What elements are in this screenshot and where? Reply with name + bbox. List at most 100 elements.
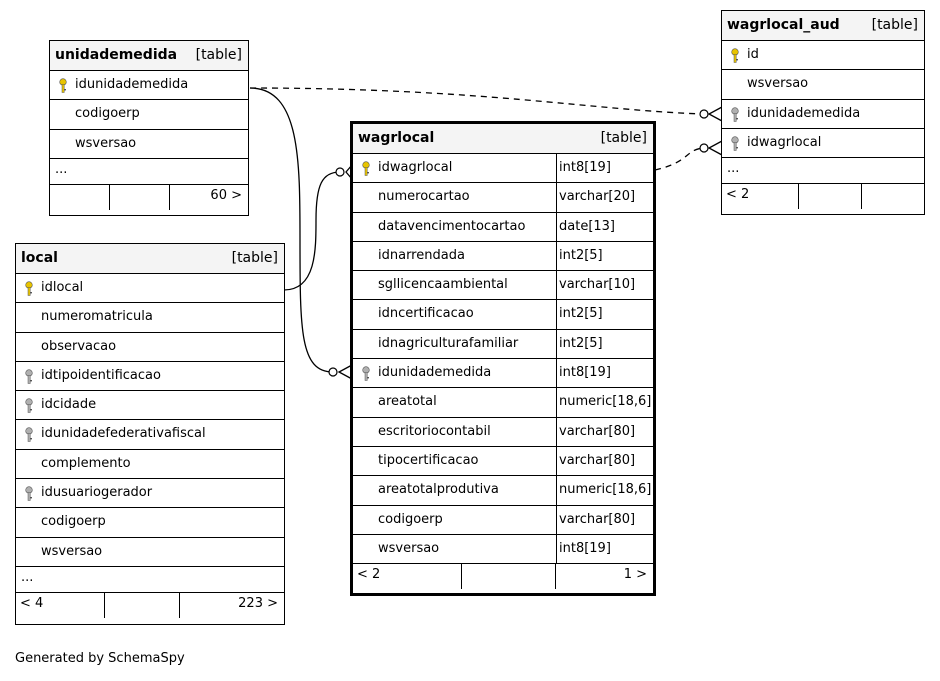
table-type: [table]: [871, 17, 918, 33]
table-name[interactable]: local: [21, 250, 58, 266]
edge-end-circle: [699, 109, 709, 119]
table-header: unidademedida [table]: [50, 41, 248, 71]
footer-cell-children: 60 >: [210, 187, 242, 203]
column-name: idlocal: [41, 280, 84, 295]
table-name[interactable]: unidademedida: [55, 47, 178, 63]
footer-cell-children: 223 >: [238, 595, 278, 611]
column-type: varchar[80]: [556, 446, 635, 476]
table-type: [table]: [231, 250, 278, 266]
column-row[interactable]: codigoerp varchar[80]: [353, 505, 653, 535]
column-row[interactable]: codigoerp: [16, 508, 284, 538]
column-type: int8[19]: [556, 359, 611, 388]
column-name: numeromatricula: [41, 309, 153, 325]
column-name: idncertificacao: [378, 306, 474, 322]
column-name: complemento: [41, 455, 131, 471]
edge-end-circle: [328, 367, 338, 377]
table-footer: 60 >: [50, 184, 248, 210]
column-name: codigoerp: [378, 511, 443, 527]
table-footer: < 4 223 >: [16, 592, 284, 618]
column-name: idunidademedida: [747, 105, 861, 121]
column-list: idunidademedida codigoerp wsversao: [50, 71, 248, 159]
table-footer: < 2 1 >: [353, 564, 653, 590]
column-name: idunidademedida: [378, 365, 492, 381]
key-icon: [24, 369, 34, 385]
key-icon: [24, 486, 34, 502]
key-icon: [730, 106, 740, 123]
column-row[interactable]: id: [722, 41, 924, 71]
column-list: id wsversao idunidademedida idwagrlocal: [722, 41, 924, 159]
footer-cell-parents: < 4: [16, 592, 105, 618]
column-row[interactable]: wsversao: [16, 538, 284, 567]
key-icon: [24, 281, 34, 297]
table-local[interactable]: local [table] idlocal numeromatricula obse…: [15, 243, 285, 625]
column-name: idcidade: [41, 397, 97, 413]
column-row[interactable]: idunidademedida: [722, 100, 924, 129]
key-icon: [24, 398, 34, 414]
column-row[interactable]: idusuariogerador: [16, 479, 284, 509]
footer-cell-parents: [50, 184, 110, 210]
more-columns: ...: [55, 161, 68, 177]
key-icon: [730, 136, 740, 152]
column-row[interactable]: numeromatricula: [16, 303, 284, 333]
column-name: wsversao: [41, 543, 103, 559]
column-row[interactable]: wsversao: [50, 130, 248, 159]
column-row[interactable]: idcidade: [16, 391, 284, 421]
table-header: wagrlocal_aud [table]: [722, 11, 924, 41]
column-type: date[13]: [556, 212, 615, 241]
column-type: int8[19]: [556, 534, 611, 564]
column-name: idtipoidentificacao: [41, 367, 161, 383]
column-type: int2[5]: [556, 241, 603, 271]
column-name: codigoerp: [75, 106, 140, 122]
more-columns: ...: [727, 161, 740, 177]
edge-unidademedida-wagrlocal-aud: [249, 87, 704, 115]
column-type: varchar[80]: [556, 505, 635, 534]
table-header: local [table]: [16, 244, 284, 274]
table-name[interactable]: wagrlocal: [358, 130, 435, 146]
column-name: codigoerp: [41, 514, 106, 530]
column-row[interactable]: codigoerp: [50, 100, 248, 130]
more-columns-row: ...: [722, 158, 924, 185]
table-wagrlocal-aud[interactable]: wagrlocal_aud [table] id wsversao idunidad…: [721, 10, 925, 215]
footer-cell-parents: < 2: [353, 564, 462, 590]
footer-cell-mid: [799, 184, 862, 210]
footer-cell-children: [862, 184, 924, 209]
column-row[interactable]: idunidademedida int8[19]: [353, 359, 653, 389]
column-row[interactable]: idtipoidentificacao: [16, 362, 284, 392]
column-name: sgllicencaambiental: [378, 277, 508, 293]
more-columns-row: ...: [16, 567, 284, 593]
footer-cell-parents: < 2: [722, 184, 799, 210]
edge-end-circle: [699, 143, 709, 153]
column-name: wsversao: [747, 76, 809, 92]
table-name[interactable]: wagrlocal_aud: [727, 17, 840, 33]
column-row[interactable]: idunidadefederativafiscal: [16, 420, 284, 450]
column-row[interactable]: observacao: [16, 333, 284, 362]
column-name: idnarrendada: [378, 247, 465, 263]
column-name: idusuariogerador: [41, 485, 153, 501]
column-row[interactable]: idlocal: [16, 274, 284, 304]
edge-local-wagrlocal: [283, 171, 341, 291]
column-row[interactable]: idnarrendada int2[5]: [353, 241, 653, 272]
column-row[interactable]: complemento: [16, 450, 284, 480]
column-row[interactable]: idwagrlocal: [722, 129, 924, 159]
column-list: idlocal numeromatricula observacao idtipoid…: [16, 274, 284, 567]
key-icon: [730, 48, 740, 64]
column-name: numerocartao: [378, 189, 470, 205]
table-unidademedida[interactable]: unidademedida [table] idunidademedida cod…: [49, 40, 249, 216]
column-row[interactable]: idunidademedida: [50, 71, 248, 101]
column-name: areatotal: [378, 394, 437, 410]
footer-cell-mid: [462, 564, 556, 590]
column-row[interactable]: wsversao: [722, 70, 924, 100]
